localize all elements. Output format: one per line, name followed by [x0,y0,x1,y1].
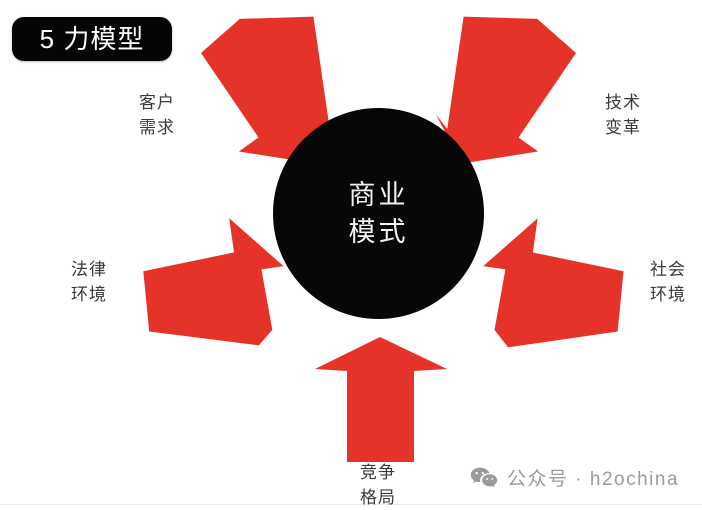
label-social-environment-line-2: 环境 [650,284,686,304]
label-legal-environment-line-1: 法律 [71,260,107,279]
label-competitive-landscape-line-2: 格局 [360,487,396,507]
arrow-shape [435,16,577,164]
watermark: 公众号 · h2ochina [470,464,679,491]
center-label-line-1: 商业 [348,179,409,210]
label-customer-demand: 客户 需求 [112,91,202,140]
arrow-customer-demand [186,10,346,164]
center-label-line-2: 模式 [348,216,409,247]
page-title: 5 力模型 [39,24,145,54]
label-customer-demand-line-1: 客户 [139,93,175,112]
label-legal-environment: 法律 环境 [44,258,134,307]
watermark-text: 公众号 · h2ochina [507,469,680,490]
arrow-shape [483,218,624,348]
arrow-shape [200,16,342,164]
label-social-environment-line-1: 社会 [650,260,686,279]
arrow-technology-change [431,10,591,164]
bottom-divider [0,504,702,505]
label-technology-change-line-1: 技术 [605,93,641,112]
arrow-competitive-landscape [311,334,451,464]
wechat-icon [470,466,498,490]
arrow-shape [315,337,447,462]
label-technology-change-line-2: 变革 [605,117,641,137]
label-legal-environment-line-2: 环境 [71,284,107,304]
label-customer-demand-line-2: 需求 [139,117,175,137]
center-node-business-model: 商业 模式 [273,108,484,319]
arrow-social-environment [466,216,626,356]
title-badge: 5 力模型 [12,17,172,61]
arrow-shape [143,218,284,346]
label-competitive-landscape-line-1: 竞争 [360,463,396,482]
label-competitive-landscape: 竞争 格局 [333,461,423,510]
arrow-legal-environment [141,216,301,346]
label-technology-change: 技术 变革 [578,91,668,140]
label-social-environment: 社会 环境 [623,258,702,307]
